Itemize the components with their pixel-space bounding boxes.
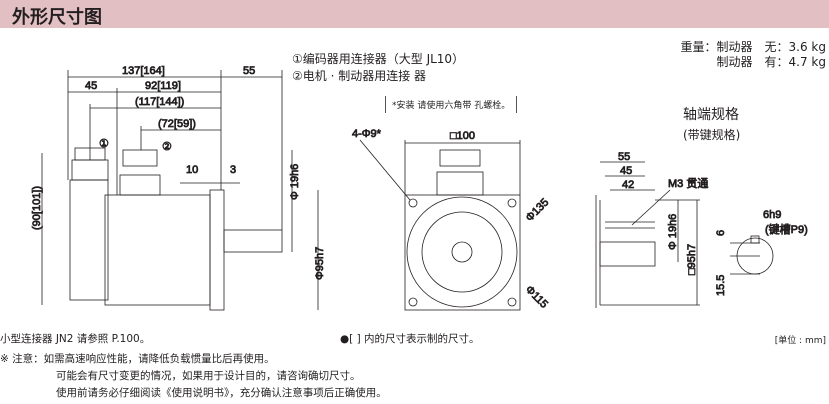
mount-note: *安装 请使用六角带 孔螺栓。 bbox=[385, 96, 518, 113]
shaft-dim-45: 45 bbox=[620, 165, 632, 177]
shaft-spec-subtitle: (带键规格) bbox=[683, 128, 741, 142]
shaft-dim-sq95: □95h7 bbox=[686, 244, 698, 275]
note-2: 可能会有尺寸变更的情况，如果用于设计目的，请咨询确切尺寸。 bbox=[56, 370, 361, 382]
section-title: 外形尺寸图 bbox=[12, 7, 102, 28]
dim-sq100: □100 bbox=[450, 130, 475, 142]
dim-3: 3 bbox=[230, 164, 236, 176]
front-view bbox=[359, 139, 521, 311]
shaft-dim-55: 55 bbox=[618, 151, 630, 163]
unit-label: [单位 : mm] bbox=[774, 336, 826, 346]
dim-holes: 4-Φ9* bbox=[352, 128, 382, 140]
shaft-detail bbox=[595, 161, 774, 308]
section-header: 外形尺寸图 bbox=[0, 0, 829, 28]
dim-10: 10 bbox=[186, 164, 198, 176]
dim-phi135: Φ135 bbox=[524, 196, 552, 224]
dim-117: (117[144]) bbox=[135, 96, 184, 108]
m3-thread: M3 贯通 bbox=[668, 177, 708, 190]
dim-phi95: Φ95h7 bbox=[314, 247, 326, 280]
weight-brake: 制动器 有：4.7 kg bbox=[716, 55, 826, 69]
key-15-5: 15.5 bbox=[715, 275, 727, 296]
marker-2: ② bbox=[162, 141, 172, 153]
shaft-spec-title: 轴端规格 bbox=[683, 107, 739, 123]
connector-note: 小型连接器 JN2 请参照 P.100。 bbox=[0, 333, 151, 345]
weight-no-brake: 重量：制动器 无：3.6 kg bbox=[680, 40, 826, 54]
dim-phi19: Φ 19h6 bbox=[289, 164, 301, 200]
dim-55: 55 bbox=[243, 65, 255, 77]
keyslot: (键槽P9) bbox=[765, 222, 808, 236]
dim-137: 137[164] bbox=[122, 65, 165, 77]
dim-72: (72[59]) bbox=[158, 118, 196, 130]
dim-phi115: Φ115 bbox=[523, 284, 550, 311]
shaft-dim-42: 42 bbox=[622, 179, 634, 191]
marker-1: ① bbox=[99, 138, 109, 150]
note-3: 使用前请务必仔细阅读《使用说明书》，充分确认注意事项后正确使用。 bbox=[56, 387, 387, 399]
bracket-note: ●[ ] 内的尺寸表示制的尺寸。 bbox=[340, 333, 480, 345]
side-view bbox=[41, 70, 319, 311]
key-depth: 6 bbox=[715, 230, 727, 236]
note-1: ※ 注意：如需高速响应性能，请降低负载惯量比后再使用。 bbox=[0, 353, 275, 365]
shaft-dim-phi19: Φ 19h6 bbox=[667, 214, 679, 250]
dim-92: 92[119] bbox=[145, 80, 181, 92]
legend-item-1: ①编码器用连接器（大型 JL10） bbox=[292, 52, 465, 66]
dim-45: 45 bbox=[85, 80, 97, 92]
key-width: 6h9 bbox=[763, 209, 781, 221]
legend-item-2: ②电机 · 制动器用连接 器 bbox=[292, 69, 427, 83]
dim-90: (90[101]) bbox=[31, 186, 43, 230]
